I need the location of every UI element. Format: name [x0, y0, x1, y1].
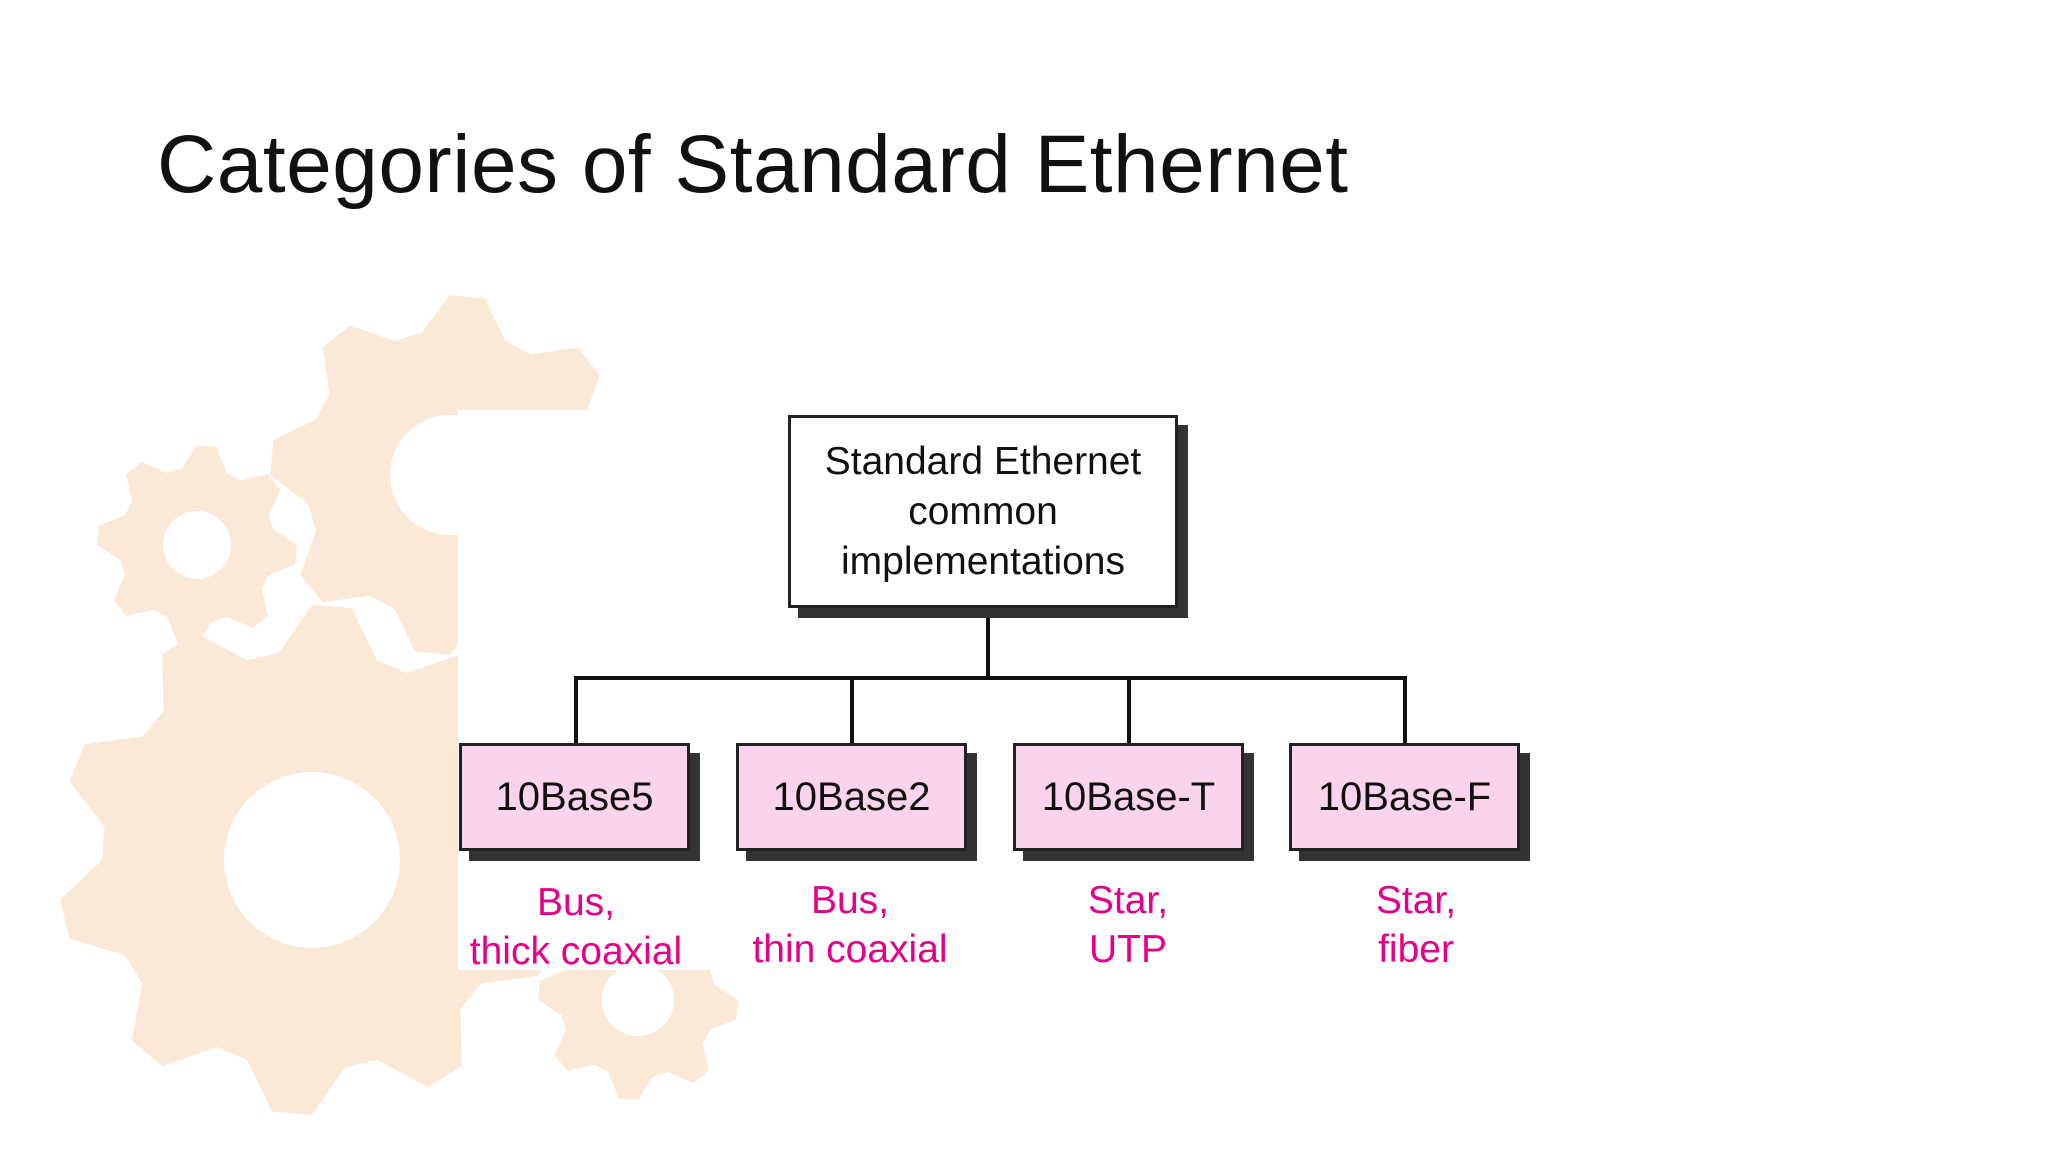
- caption-10base5: Bus, thick coaxial: [446, 878, 706, 976]
- root-line-1: Standard Ethernet: [825, 437, 1142, 487]
- connector-horizontal-bar: [574, 676, 1407, 680]
- slide-title: Categories of Standard Ethernet: [157, 118, 1349, 212]
- connector-child-4: [1403, 676, 1407, 743]
- caption-10base2: Bus, thin coaxial: [720, 876, 980, 974]
- root-line-2: common: [825, 487, 1142, 537]
- caption-line: thick coaxial: [446, 927, 706, 976]
- caption-line: thin coaxial: [720, 925, 980, 974]
- gear-icon-small: [97, 445, 297, 645]
- caption-line: Bus,: [720, 876, 980, 925]
- caption-line: UTP: [998, 925, 1258, 974]
- connector-root-vertical: [986, 608, 990, 676]
- child-box-10base-t: 10Base-T: [1013, 743, 1244, 851]
- caption-10base-t: Star, UTP: [998, 876, 1258, 974]
- connector-child-2: [850, 676, 854, 743]
- caption-line: fiber: [1286, 925, 1546, 974]
- connector-child-3: [1127, 676, 1131, 743]
- child-box-10base-f: 10Base-F: [1289, 743, 1520, 851]
- caption-line: Star,: [998, 876, 1258, 925]
- caption-10base-f: Star, fiber: [1286, 876, 1546, 974]
- caption-line: Star,: [1286, 876, 1546, 925]
- caption-line: Bus,: [446, 878, 706, 927]
- child-box-10base5: 10Base5: [459, 743, 690, 851]
- root-box-text: Standard Ethernet common implementations: [825, 437, 1142, 587]
- root-box: Standard Ethernet common implementations: [788, 415, 1178, 608]
- child-box-10base2: 10Base2: [736, 743, 967, 851]
- connector-child-1: [574, 676, 578, 743]
- root-line-3: implementations: [825, 537, 1142, 587]
